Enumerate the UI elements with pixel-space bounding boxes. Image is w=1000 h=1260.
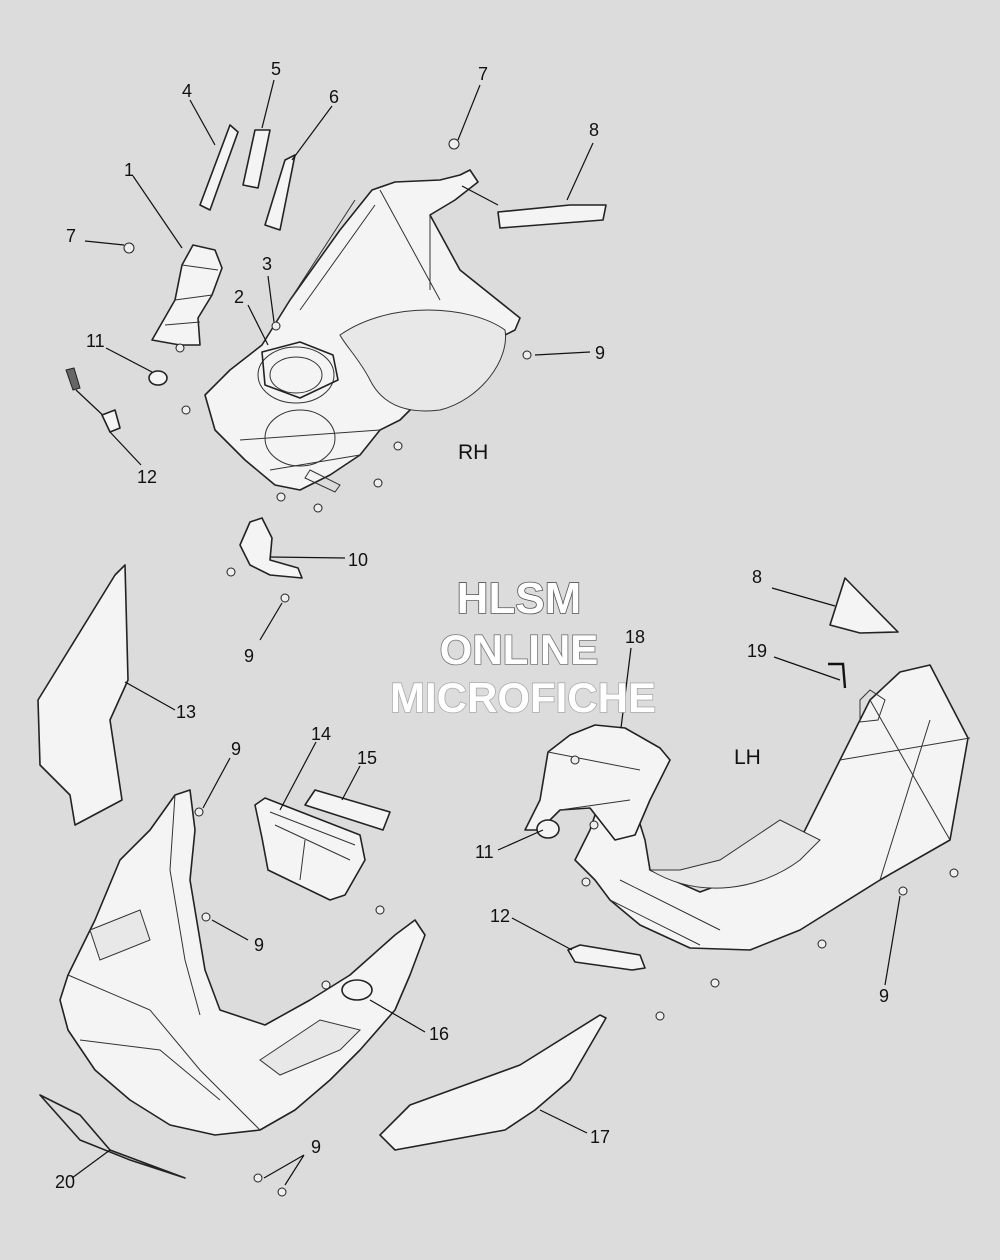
callout-9-lh: 9 [879, 986, 889, 1006]
callout-11-lower: 11 [475, 842, 494, 862]
callout-17: 17 [590, 1127, 610, 1147]
callout-3: 3 [262, 254, 272, 274]
vent-duct-part-1 [151, 244, 223, 346]
callout-13: 13 [176, 702, 196, 722]
watermark-line-2: ONLINE [440, 626, 599, 673]
wire-harness-12-lower [567, 944, 646, 971]
grille-14 [254, 797, 366, 901]
fasteners-lh [570, 755, 959, 1021]
lh-side-label: LH [734, 746, 761, 769]
callout-7-top: 7 [478, 64, 488, 84]
callout-9-rh: 9 [595, 343, 605, 363]
bracket-10 [239, 517, 303, 579]
plug-11-lower [536, 819, 560, 839]
callout-20: 20 [55, 1172, 75, 1192]
panel-17 [379, 1014, 607, 1151]
panel-13 [37, 564, 129, 826]
foam-strip-8-upper [497, 204, 607, 229]
callout-8-lh: 8 [752, 567, 762, 587]
wire-harness-12-upper [65, 367, 121, 433]
callout-6: 6 [329, 87, 339, 107]
watermark-line-1: HLSM [457, 574, 582, 623]
callout-2: 2 [234, 287, 244, 307]
callout-15: 15 [357, 748, 377, 768]
callout-5: 5 [271, 59, 281, 79]
rh-side-label: RH [458, 441, 488, 464]
callout-16: 16 [429, 1024, 449, 1044]
watermark: HLSM ONLINE MICROFICHE [389, 573, 657, 722]
leader-lines [71, 79, 901, 1186]
callout-7-left: 7 [66, 226, 76, 246]
callout-1: 1 [124, 160, 134, 180]
fasteners-upper [123, 138, 532, 603]
foam-strips-4-5-6 [199, 124, 296, 231]
callout-4: 4 [182, 81, 192, 101]
callout-12-upper: 12 [137, 467, 157, 487]
callout-10: 10 [348, 550, 368, 570]
callout-18: 18 [625, 627, 645, 647]
foam-15 [304, 789, 391, 831]
decal-20 [39, 1094, 186, 1179]
callout-9-bottom: 9 [311, 1137, 321, 1157]
callout-8-top: 8 [589, 120, 599, 140]
callout-9-nose-mid: 9 [254, 935, 264, 955]
callout-14: 14 [311, 724, 331, 744]
callout-12-lower: 12 [490, 906, 510, 926]
foam-8-lower [829, 577, 899, 634]
fasteners-lower-left [194, 807, 385, 1197]
plug-11-upper [148, 370, 168, 386]
rh-side-panel-assembly [204, 169, 521, 493]
hex-key-19 [828, 662, 847, 689]
lower-front-nose-panel [59, 789, 426, 1136]
watermark-line-3: MICROFICHE [390, 674, 656, 721]
callout-19: 19 [747, 641, 767, 661]
callout-labels: 1 2 3 4 5 6 7 7 8 8 9 9 9 9 9 9 10 11 11… [55, 59, 889, 1192]
callout-11-upper: 11 [86, 331, 105, 351]
callout-9-bracket: 9 [244, 646, 254, 666]
callout-9-nose-top: 9 [231, 739, 241, 759]
vent-duct-18 [524, 724, 671, 841]
